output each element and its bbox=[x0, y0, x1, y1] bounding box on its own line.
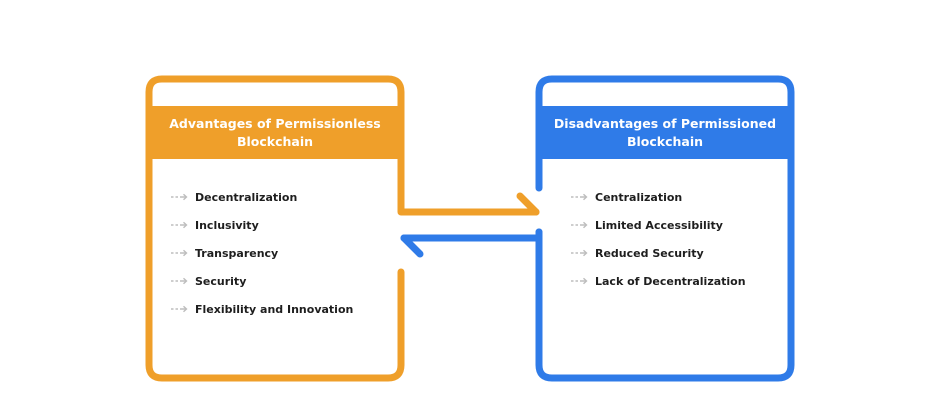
list-item-label: Decentralization bbox=[195, 190, 298, 204]
dashed-arrow-icon bbox=[571, 193, 588, 201]
list-item: Reduced Security bbox=[571, 239, 746, 267]
list-item-label: Centralization bbox=[595, 190, 683, 204]
arrow-left-icon bbox=[400, 228, 543, 258]
list-item: Inclusivity bbox=[171, 211, 353, 239]
list-item: Security bbox=[171, 267, 353, 295]
right-card-title: Disadvantages of Permissioned Blockchain bbox=[553, 115, 777, 149]
dashed-arrow-icon bbox=[571, 277, 588, 285]
dashed-arrow-icon bbox=[171, 277, 188, 285]
list-item: Transparency bbox=[171, 239, 353, 267]
list-item: Centralization bbox=[571, 183, 746, 211]
right-card-list: Centralization Limited Accessibility Red… bbox=[571, 183, 746, 295]
left-card-outline bbox=[145, 75, 405, 382]
list-item: Flexibility and Innovation bbox=[171, 295, 353, 323]
dashed-arrow-icon bbox=[171, 193, 188, 201]
dashed-arrow-icon bbox=[571, 221, 588, 229]
left-card-header-band bbox=[147, 106, 403, 159]
dashed-arrow-icon bbox=[171, 249, 188, 257]
list-item-label: Inclusivity bbox=[195, 218, 259, 232]
list-item-label: Flexibility and Innovation bbox=[195, 302, 354, 316]
list-item-label: Lack of Decentralization bbox=[595, 274, 746, 288]
dashed-arrow-icon bbox=[571, 249, 588, 257]
list-item-label: Transparency bbox=[195, 246, 279, 260]
list-item: Lack of Decentralization bbox=[571, 267, 746, 295]
right-card-outline bbox=[535, 75, 795, 382]
list-item: Limited Accessibility bbox=[571, 211, 746, 239]
dashed-arrow-icon bbox=[171, 305, 188, 313]
left-card-title: Advantages of Permissionless Blockchain bbox=[169, 115, 381, 149]
list-item-label: Security bbox=[195, 274, 247, 288]
list-item: Decentralization bbox=[171, 183, 353, 211]
left-card-list: Decentralization Inclusivity Transparenc… bbox=[171, 183, 353, 323]
list-item-label: Limited Accessibility bbox=[595, 218, 723, 232]
right-card-header-band bbox=[537, 106, 793, 159]
list-item-label: Reduced Security bbox=[595, 246, 704, 260]
arrow-right-icon bbox=[397, 192, 540, 216]
dashed-arrow-icon bbox=[171, 221, 188, 229]
